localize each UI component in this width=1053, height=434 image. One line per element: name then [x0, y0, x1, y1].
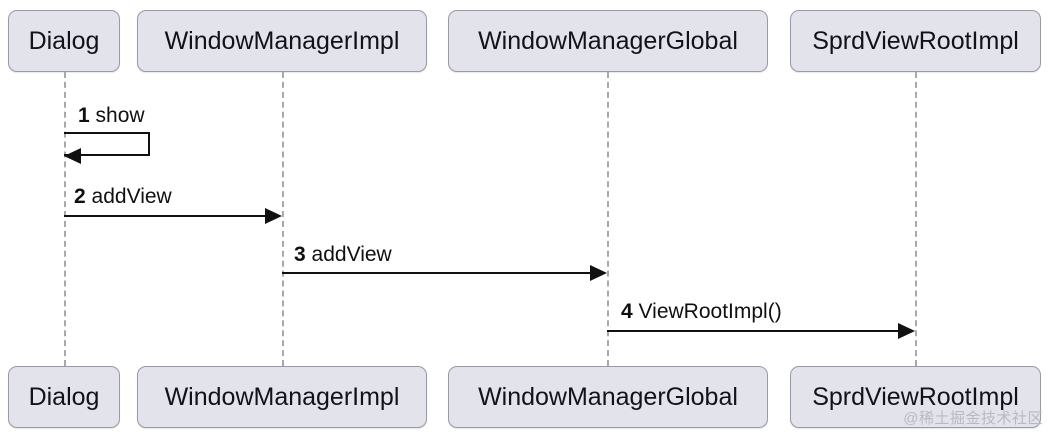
- message-4-name: ViewRootImpl(): [638, 300, 782, 323]
- participant-label: SprdViewRootImpl: [812, 382, 1019, 411]
- message-1-self-call-loop: [64, 132, 150, 156]
- participant-label: WindowManagerGlobal: [478, 26, 738, 55]
- message-3-label: 3 addView: [294, 244, 392, 265]
- watermark: @稀土掘金技术社区: [903, 410, 1043, 427]
- participant-label: Dialog: [28, 26, 100, 55]
- message-4-line: [607, 330, 898, 332]
- participant-label: SprdViewRootImpl: [812, 26, 1019, 55]
- message-1-arrow-head: [64, 148, 81, 164]
- message-4-sequence-number: 4: [621, 300, 633, 323]
- message-2-name: addView: [91, 185, 172, 208]
- participant-footer-window-manager-impl[interactable]: WindowManagerImpl: [137, 366, 427, 428]
- lifeline-window-manager-global: [607, 72, 609, 366]
- participant-label: WindowManagerImpl: [164, 382, 400, 411]
- participant-footer-dialog[interactable]: Dialog: [8, 366, 120, 428]
- participant-footer-window-manager-global[interactable]: WindowManagerGlobal: [448, 366, 768, 428]
- participant-header-window-manager-global[interactable]: WindowManagerGlobal: [448, 10, 768, 72]
- message-3-sequence-number: 3: [294, 243, 306, 266]
- participant-label: Dialog: [28, 382, 100, 411]
- message-3-line: [282, 272, 590, 274]
- message-3-name: addView: [311, 243, 392, 266]
- message-1-label: 1 show: [78, 105, 145, 126]
- lifeline-dialog: [64, 72, 66, 366]
- lifeline-window-manager-impl: [282, 72, 284, 366]
- participant-label: WindowManagerGlobal: [478, 382, 738, 411]
- message-3-arrow-head: [590, 265, 607, 281]
- message-2-arrow-head: [265, 208, 282, 224]
- message-1-sequence-number: 1: [78, 104, 90, 127]
- participant-header-window-manager-impl[interactable]: WindowManagerImpl: [137, 10, 427, 72]
- lifeline-sprd-view-root-impl: [915, 72, 917, 366]
- message-2-line: [64, 215, 265, 217]
- participant-header-dialog[interactable]: Dialog: [8, 10, 120, 72]
- participant-label: WindowManagerImpl: [164, 26, 400, 55]
- message-4-label: 4 ViewRootImpl(): [621, 301, 782, 322]
- message-2-sequence-number: 2: [74, 185, 86, 208]
- participant-footer-sprd-view-root-impl[interactable]: SprdViewRootImpl: [790, 366, 1041, 428]
- participant-header-sprd-view-root-impl[interactable]: SprdViewRootImpl: [790, 10, 1041, 72]
- message-4-arrow-head: [898, 323, 915, 339]
- message-1-name: show: [95, 104, 145, 127]
- message-2-label: 2 addView: [74, 186, 172, 207]
